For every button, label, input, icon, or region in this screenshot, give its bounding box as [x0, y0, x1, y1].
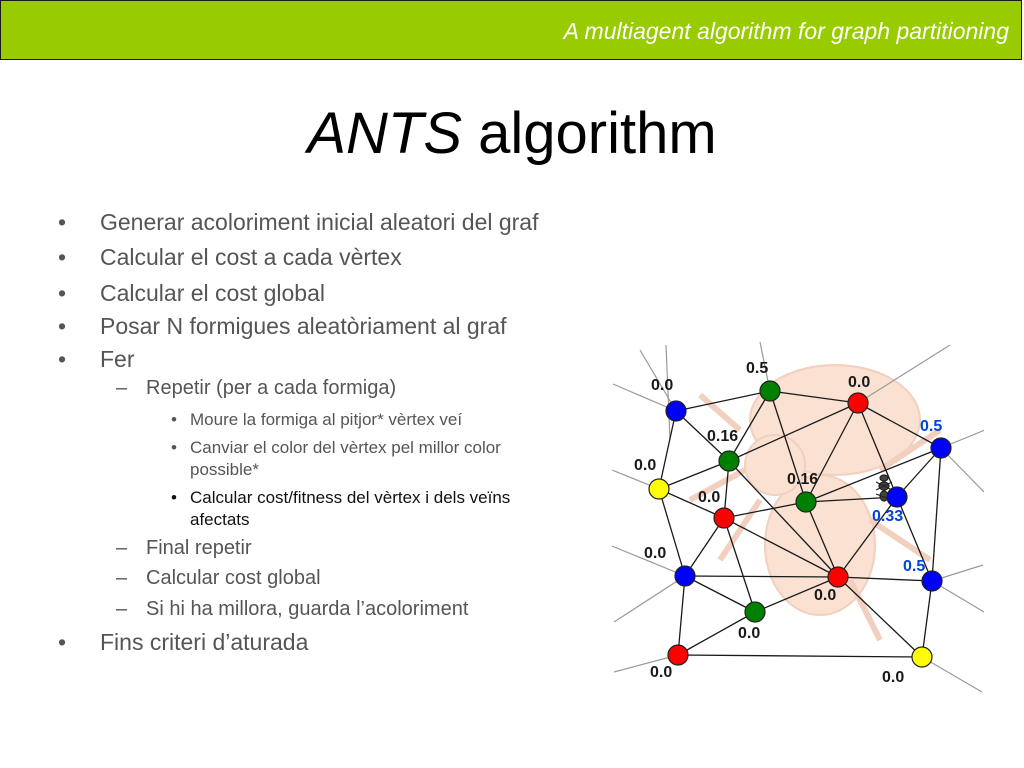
- bullet-item: Generar acoloriment inicial aleatori del…: [100, 209, 539, 235]
- slide-title-rest: algorithm: [478, 101, 717, 166]
- graph-node: [744, 601, 766, 623]
- graph-diagram: 0.0 0.5 0.0 0.5 0.0 0.16 0.16 0.33 0.0 0…: [612, 341, 984, 693]
- graph-node: [674, 565, 696, 587]
- node-label: 0.0: [738, 625, 760, 642]
- sub-item: Si hi ha millora, guarda l’acoloriment: [146, 598, 469, 620]
- sub-sub-item: Moure la formiga al pitjor* vèrtex veí: [190, 410, 463, 429]
- graph-node: [667, 644, 689, 666]
- graph-node: [847, 392, 869, 414]
- sub-sub-item-highlighted: Calcular cost/fitness del vèrtex i dels …: [190, 488, 511, 507]
- dash-marker: –: [116, 537, 128, 559]
- graph-node: [795, 491, 817, 513]
- graph-node: [921, 570, 943, 592]
- sub-item: Calcular cost global: [146, 567, 321, 589]
- node-label: 0.0: [650, 664, 672, 681]
- bullet-marker: •: [58, 313, 67, 339]
- graph-node: [713, 507, 735, 529]
- graph-node: [827, 566, 849, 588]
- bullet-marker: •: [58, 209, 67, 235]
- ant-icon: [875, 474, 893, 502]
- node-labels: 0.0 0.5 0.0 0.5 0.0 0.16 0.16 0.33 0.0 0…: [634, 360, 942, 686]
- sub-sub-item-cont: afectats: [190, 510, 250, 529]
- bullet-item: Calcular el cost a cada vèrtex: [100, 244, 402, 270]
- bullet-item: Calcular el cost global: [100, 280, 326, 306]
- bullet-marker: •: [171, 410, 177, 429]
- bullet-marker: •: [171, 488, 177, 507]
- bullet-marker: •: [58, 629, 67, 655]
- header-bar: A multiagent algorithm for graph partiti…: [0, 0, 1022, 60]
- node-label: 0.16: [787, 471, 818, 488]
- dash-marker: –: [116, 377, 128, 399]
- dash-marker: –: [116, 567, 128, 589]
- graph-node: [911, 646, 933, 668]
- bullet-marker: •: [171, 438, 177, 457]
- bullet-marker: •: [58, 244, 67, 270]
- sub-sub-item: Canviar el color del vèrtex pel millor c…: [190, 438, 501, 457]
- node-label: 0.0: [651, 377, 673, 394]
- bullet-item: Fins criteri d’aturada: [100, 629, 309, 655]
- bullet-item: Posar N formigues aleatòriament al graf: [100, 313, 507, 339]
- node-label: 0.0: [634, 457, 656, 474]
- graph-node: [718, 450, 740, 472]
- graph-node: [886, 486, 908, 508]
- node-label: 0.0: [814, 587, 836, 604]
- sub-item: Repetir (per a cada formiga): [146, 377, 397, 399]
- node-label: 0.33: [872, 508, 903, 525]
- graph-nodes: [648, 380, 952, 668]
- node-label: 0.5: [920, 418, 942, 435]
- dash-marker: –: [116, 598, 128, 620]
- node-label: 0.5: [746, 360, 768, 377]
- bullet-marker: •: [58, 280, 67, 306]
- graph-node: [648, 478, 670, 500]
- graph-node: [759, 380, 781, 402]
- header-title: A multiagent algorithm for graph partiti…: [563, 18, 1009, 44]
- graph-node: [665, 400, 687, 422]
- node-label: 0.0: [644, 545, 666, 562]
- ant-illustration-icon: [688, 364, 942, 642]
- graph-node: [930, 437, 952, 459]
- node-label: 0.0: [882, 669, 904, 686]
- bullet-item: Fer: [100, 346, 135, 372]
- node-label: 0.16: [707, 428, 738, 445]
- bullet-marker: •: [58, 346, 67, 372]
- sub-item: Final repetir: [146, 537, 252, 559]
- sub-sub-item-cont: possible*: [190, 460, 259, 479]
- node-label: 0.0: [698, 489, 720, 506]
- graph-edges: [658, 390, 942, 658]
- slide-title: ANTS algorithm: [0, 100, 1024, 167]
- slide-title-italic: ANTS: [307, 101, 462, 166]
- node-label: 0.0: [848, 374, 870, 391]
- node-label: 0.5: [903, 558, 925, 575]
